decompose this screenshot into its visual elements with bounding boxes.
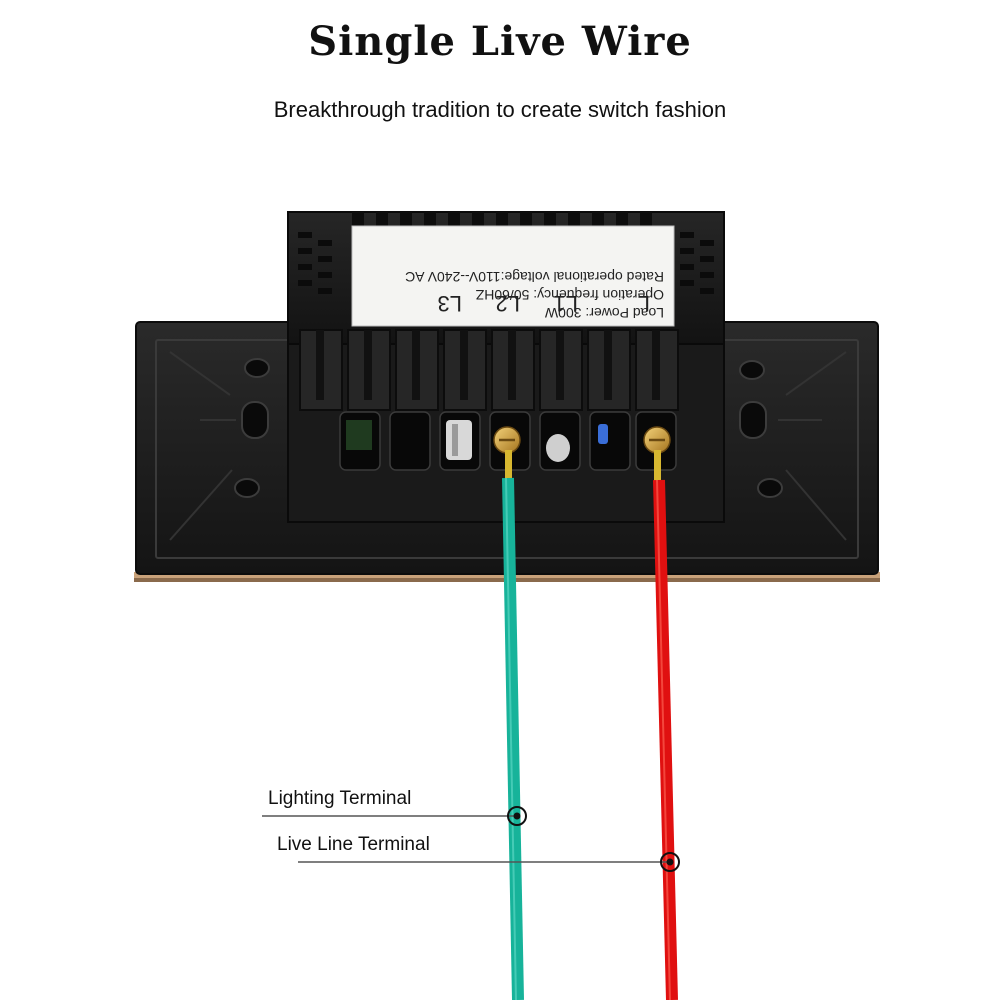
top-fins [352,212,652,228]
lighting-callout-leader [262,806,527,826]
live-terminal-screw [643,426,671,454]
column-ridges [316,330,660,400]
lighting-wire [502,450,524,1000]
spec-label-sticker [351,225,675,327]
terminal-letter-l3: L3 [438,291,462,316]
lighting-terminal-label: Lighting Terminal [268,788,412,809]
page-title: Single Live Wire [308,18,692,65]
lighting-wire-core [505,450,512,480]
live-wire [653,450,678,1000]
terminal-letter-l2: L2 [496,291,520,316]
voltage-text: Rated operational voltage:110V--240V AC [405,269,664,285]
load-power-text: Load Power: 300W [544,305,664,321]
capacitor-component [446,420,472,460]
lighting-terminal-screw [493,426,521,454]
page-subtitle: Breakthrough tradition to create switch … [273,97,727,122]
relay-component [546,434,570,462]
live-line-terminal-label: Live Line Terminal [277,834,430,855]
plate-ribs [169,351,847,541]
side-vents [298,232,714,294]
terminal-letter-l: L [638,291,650,316]
module-box [287,211,725,523]
circuit-board [346,420,372,450]
live-wire-core [654,450,661,482]
terminal-letter-l1: L1 [554,291,578,316]
diode-component [598,424,608,444]
live-callout-leader [298,852,680,872]
frequency-text: Operation frequency: 50/60HZ [475,287,664,303]
terminal-letters: L L1 L2 L3 [438,291,650,316]
spec-label-text: Load Power: 300W Operation frequency: 50… [405,269,664,321]
